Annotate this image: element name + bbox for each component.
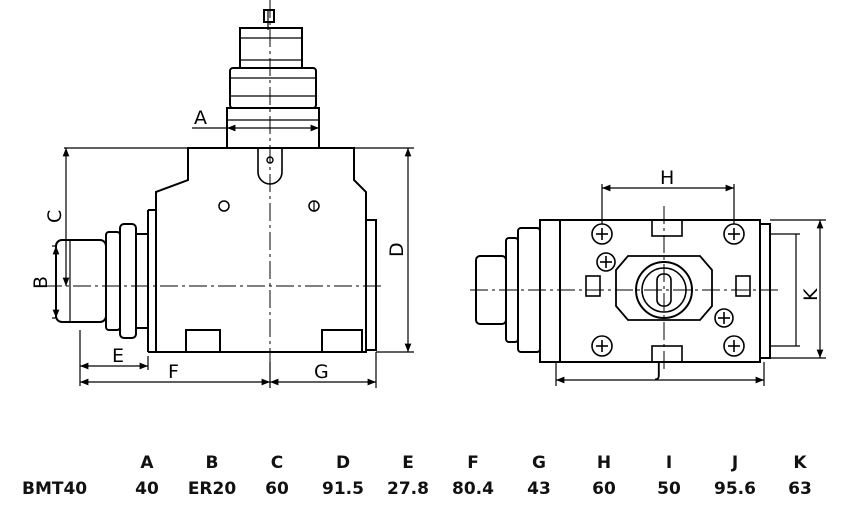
- spindle-top-cap: [239, 27, 303, 69]
- dim-label-h: H: [660, 167, 674, 189]
- value-b: ER20: [187, 479, 237, 499]
- header-f: F: [467, 453, 479, 473]
- dim-label-a: A: [194, 107, 207, 129]
- value-h: 60: [592, 479, 616, 499]
- collet-nut: [55, 239, 107, 323]
- side-view: [55, 9, 377, 353]
- slot-left: [185, 329, 221, 353]
- header-g: G: [532, 453, 546, 473]
- dim-label-f: F: [168, 361, 179, 383]
- front-screws: [591, 223, 745, 357]
- table-header-row: A B C D E F G H I J K: [0, 452, 850, 476]
- dim-label-e: E: [112, 345, 124, 367]
- dimension-table: A B C D E F G H I J K BMT40 40 ER20 60 9…: [0, 452, 850, 504]
- dim-label-g: G: [314, 361, 329, 383]
- header-j: J: [731, 453, 739, 473]
- technical-drawing: A B C D E F G H J K: [30, 0, 826, 388]
- dim-label-b: B: [30, 276, 52, 289]
- spindle-collar: [229, 67, 317, 109]
- value-d: 91.5: [322, 479, 364, 499]
- value-g: 43: [527, 479, 551, 499]
- dim-label-k: K: [800, 288, 822, 301]
- value-i: 50: [657, 479, 681, 499]
- header-d: D: [335, 453, 351, 473]
- header-b: B: [205, 453, 219, 473]
- slot-right: [321, 329, 363, 353]
- value-e: 27.8: [387, 479, 429, 499]
- dim-label-c: C: [44, 210, 66, 223]
- value-j: 95.6: [714, 479, 756, 499]
- header-c: C: [270, 453, 284, 473]
- header-a: A: [140, 453, 154, 473]
- value-a: 40: [135, 479, 159, 499]
- table-row: BMT40 40 ER20 60 91.5 27.8 80.4 43 60 50…: [0, 478, 850, 502]
- value-k: 63: [788, 479, 812, 499]
- housing-body: [155, 147, 367, 353]
- header-e: E: [402, 453, 414, 473]
- header-i: I: [665, 453, 673, 473]
- header-h: H: [596, 453, 612, 473]
- front-housing: [559, 219, 761, 363]
- value-c: 60: [265, 479, 289, 499]
- dim-label-j: J: [655, 359, 662, 381]
- value-f: 80.4: [452, 479, 494, 499]
- dim-label-d: D: [386, 242, 408, 257]
- header-k: K: [793, 453, 807, 473]
- model-name: BMT40: [22, 479, 88, 499]
- spindle-tip: [263, 9, 275, 23]
- hole-left: [218, 200, 230, 212]
